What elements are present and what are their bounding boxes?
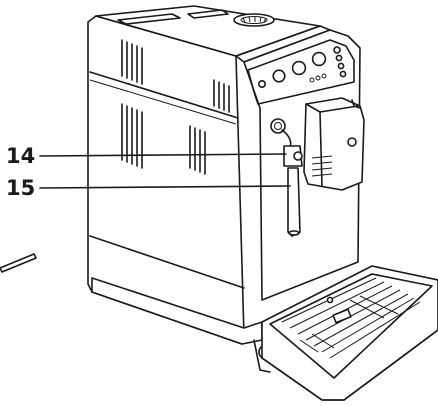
- indicator-1: [309, 77, 315, 83]
- callout-label-15: 15: [6, 176, 36, 200]
- button-7: [337, 62, 345, 70]
- spout-vents: [311, 155, 333, 177]
- hopper-dial: [233, 13, 275, 27]
- vent-slots-middle: [121, 103, 143, 169]
- base-front-edge: [253, 339, 271, 373]
- button-2: [272, 69, 286, 83]
- cleaning-tool: [0, 253, 37, 273]
- indicator-2: [315, 75, 321, 81]
- drip-tray-pin: [326, 296, 334, 304]
- button-6: [335, 54, 343, 62]
- control-buttons: [257, 46, 347, 89]
- vent-slots-rear: [189, 125, 206, 175]
- machine-base-band: [89, 235, 245, 289]
- drip-tray-rim: [269, 273, 433, 379]
- lid-groove-right: [187, 9, 229, 19]
- vent-slots-upper: [121, 39, 143, 85]
- steam-wand-nozzle: [287, 167, 301, 237]
- button-5: [333, 46, 341, 54]
- button-1: [257, 80, 266, 89]
- steam-wand-knob: [283, 145, 303, 167]
- vent-slots-small: [213, 79, 230, 113]
- drip-tray-front: [261, 329, 438, 401]
- spout-bracket: [351, 99, 361, 109]
- spout-housing-edge: [319, 111, 323, 187]
- button-8: [339, 70, 347, 78]
- callout-line-15: [39, 185, 291, 189]
- button-3: [291, 60, 307, 76]
- hopper-dial-ticks: [242, 16, 267, 23]
- callout-line-14: [39, 153, 287, 157]
- side-panel-seam-inner: [89, 79, 237, 125]
- drip-tray-float: [332, 308, 352, 324]
- steam-wand-mount-inner: [274, 122, 282, 130]
- steam-wand-tip: [288, 230, 300, 236]
- hopper-dial-inner: [240, 16, 268, 24]
- spout-housing: [303, 97, 365, 191]
- control-panel-frame: [247, 39, 355, 105]
- side-panel-seam: [89, 71, 239, 119]
- spout-screw: [347, 137, 357, 147]
- button-4: [311, 51, 327, 67]
- indicator-3: [321, 73, 327, 79]
- callout-label-14: 14: [6, 144, 36, 168]
- lid-groove-left: [117, 13, 181, 25]
- steam-wand-knob-cap: [293, 151, 303, 161]
